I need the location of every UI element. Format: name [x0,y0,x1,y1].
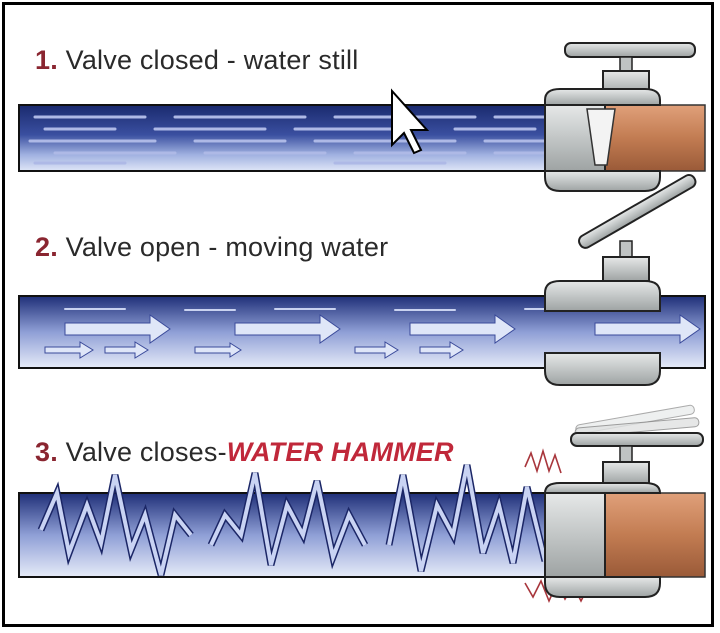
diagram-frame: 1. Valve closed - water still 2. Valve o… [2,2,714,627]
panel-3 [18,404,706,604]
step-1-number: 1. [35,45,58,75]
step-1-label: 1. Valve closed - water still [35,45,358,76]
valve-3 [543,404,704,598]
flow-arrows [44,314,701,359]
water-hammer-text: WATER HAMMER [226,437,454,467]
pipe-1 [18,104,560,172]
valve-handle-2 [578,174,697,249]
diagram-graphics [18,42,706,604]
valve-2 [544,174,697,386]
step-2-label: 2. Valve open - moving water [35,232,388,263]
step-3-text: Valve closes- [65,437,227,467]
valve-gate-closed [586,108,616,166]
valve-handle-3 [570,432,704,447]
step-3-number: 3. [35,437,58,467]
copper-pipe-3 [604,492,706,578]
panel-1 [18,42,706,192]
panel-2 [18,174,706,386]
step-2-text: Valve open - moving water [65,232,389,262]
step-2-number: 2. [35,232,58,262]
step-3-label: 3. Valve closes-WATER HAMMER [35,437,454,468]
valve-handle-1 [564,42,696,58]
cursor-arrow-icon [391,88,430,155]
still-water-lines [28,115,552,165]
valve-1 [544,42,696,192]
copper-pipe-1 [604,104,706,172]
step-1-text: Valve closed - water still [65,45,359,75]
